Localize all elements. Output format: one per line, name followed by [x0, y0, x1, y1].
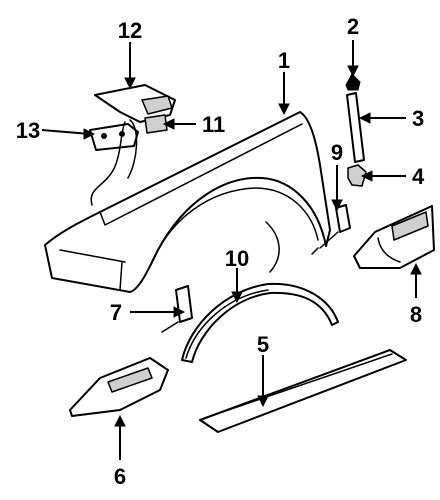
arrow-7 [173, 306, 186, 318]
callout-7: 7 [110, 300, 122, 325]
arrow-8 [410, 262, 422, 275]
callout-11: 11 [202, 112, 225, 137]
arrow-5 [257, 395, 269, 408]
leader-lines [41, 40, 417, 460]
bracket-upper-part [311, 204, 351, 255]
wheel-opening-molding-part [181, 282, 339, 363]
callout-labels: 1 2 3 4 5 6 7 8 9 10 11 12 13 [16, 14, 425, 489]
fender-part [44, 111, 331, 293]
callout-4: 4 [412, 164, 425, 189]
callout-5: 5 [257, 332, 269, 357]
arrow-12 [124, 77, 136, 90]
arrow-13 [83, 128, 96, 140]
callout-9: 9 [331, 140, 343, 165]
callout-8: 8 [410, 302, 422, 327]
molding-strip-part [346, 92, 365, 163]
hinge-cover-part [94, 84, 176, 123]
callout-13: 13 [16, 118, 40, 143]
callout-2: 2 [347, 14, 359, 39]
hinge-bumper-part [144, 114, 168, 134]
arrow-9 [331, 199, 343, 212]
callout-12: 12 [118, 18, 142, 43]
arrow-1 [278, 103, 290, 116]
front-lower-molding-part [69, 357, 169, 417]
arrowheads [83, 65, 422, 427]
rear-molding-part [353, 205, 435, 269]
arrow-3 [358, 112, 371, 124]
cap-part [345, 73, 361, 91]
clip-part [347, 164, 367, 187]
arrow-10 [231, 291, 243, 304]
arrow-6 [114, 414, 126, 427]
callout-3: 3 [412, 106, 424, 131]
arrow-11 [162, 118, 175, 130]
rocker-molding-part [199, 349, 407, 433]
leader-13 [41, 129, 91, 135]
callout-1: 1 [278, 48, 290, 73]
callout-6: 6 [114, 464, 126, 489]
arrow-2 [347, 65, 359, 78]
arrow-4 [360, 170, 373, 182]
callout-10: 10 [225, 246, 249, 271]
hinge-part [89, 119, 139, 206]
